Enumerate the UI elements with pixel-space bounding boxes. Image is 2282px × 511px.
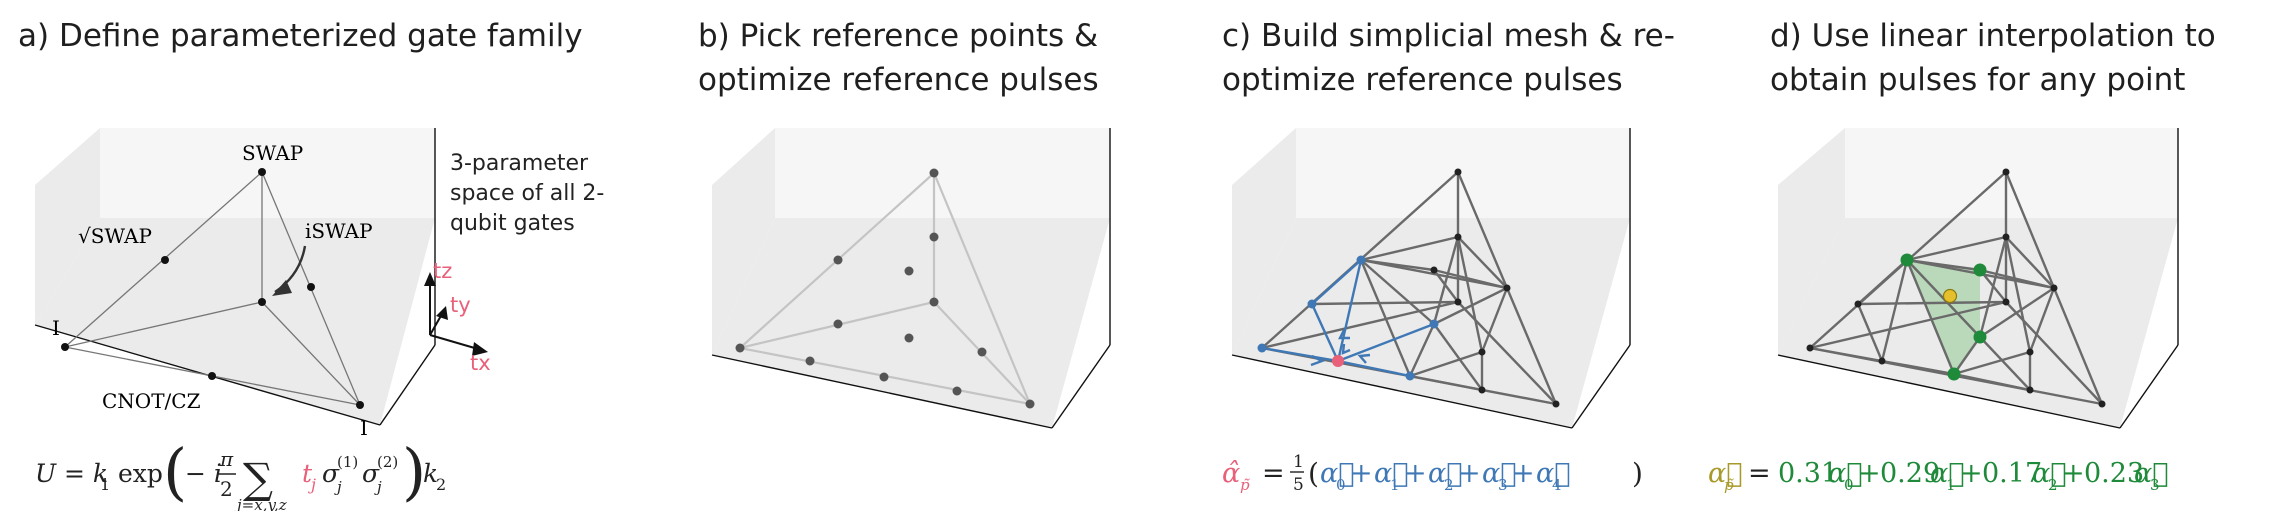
panel-d-title: d) Use linear interpolation to obtain pu… [1770, 18, 2216, 98]
axes-triad [424, 272, 488, 356]
panel-a-box [34, 128, 436, 426]
mesh-equation: α̂ p̃ = 1 5 ( α⃗ 0 + α⃗ 1 + α⃗ 2 + α⃗ 3 … [1222, 452, 1643, 495]
svg-text:2: 2 [436, 475, 446, 494]
svg-text:+: + [2062, 458, 2085, 489]
panel-b-box [711, 128, 1111, 429]
svg-text:α⃗: α⃗ [2134, 458, 2168, 489]
axis-label-tz: tz [433, 259, 452, 283]
svg-text:α⃗: α⃗ [2032, 458, 2066, 489]
svg-text:k: k [423, 459, 438, 488]
svg-text:α⃗: α⃗ [1428, 458, 1462, 489]
panel-d-mesh [1809, 171, 2104, 406]
svg-text:− i: − i [185, 459, 222, 488]
svg-text:1: 1 [1293, 452, 1304, 472]
svg-text:p̃: p̃ [1724, 476, 1734, 494]
svg-text:j=x,y,z: j=x,y,z [234, 496, 287, 511]
label-cnot-cz: CNOT/CZ [102, 389, 201, 413]
svg-text:p̃: p̃ [1240, 476, 1250, 494]
label-identity-right: I [360, 416, 368, 440]
svg-text:=: = [1262, 458, 1285, 489]
svg-text:α⃗: α⃗ [1374, 458, 1408, 489]
label-sqrt-swap: √SWAP [78, 224, 152, 248]
panel-b-title: b) Pick reference points & optimize refe… [698, 18, 1099, 98]
svg-text:2: 2 [1444, 476, 1454, 494]
svg-text:∑: ∑ [243, 454, 273, 503]
svg-text:2: 2 [220, 477, 233, 501]
svg-text:(2): (2) [377, 453, 398, 471]
svg-text:): ) [402, 435, 426, 508]
svg-text:+: + [1404, 458, 1427, 489]
svg-text:+: + [1350, 458, 1373, 489]
svg-text:j: j [308, 475, 316, 494]
panel-a-points [61, 168, 364, 409]
svg-text:exp: exp [118, 459, 163, 488]
svg-text:+: + [1512, 458, 1535, 489]
label-identity-left: I [52, 316, 60, 340]
panel-c-title: c) Build simplicial mesh & re- optimize … [1222, 18, 1675, 98]
panel-a-title: a) Define parameterized gate family [18, 18, 583, 54]
svg-text:(: ( [163, 435, 187, 508]
panel-c-nodes [1257, 168, 1560, 408]
svg-text:+: + [1458, 458, 1481, 489]
svg-text:4: 4 [1552, 476, 1562, 494]
space-note: 3-parameter space of all 2- qubit gates [450, 151, 611, 236]
svg-text:α⃗: α⃗ [1482, 458, 1516, 489]
svg-text:(: ( [1308, 457, 1319, 490]
svg-text:=: = [1748, 458, 1771, 489]
svg-text:0: 0 [1336, 476, 1346, 494]
svg-text:α⃗: α⃗ [1708, 458, 1742, 489]
interp-equation: α⃗ p̃ = 0.31 α⃗ 0 + 0.29 α⃗ 1 + 0.17 α⃗ … [1708, 458, 2168, 494]
svg-text:1: 1 [1946, 476, 1956, 494]
svg-text:U = k: U = k [35, 459, 108, 488]
svg-text:+: + [1858, 458, 1881, 489]
svg-text:0.31: 0.31 [1778, 458, 1838, 489]
panel-c-mesh [1261, 171, 1558, 406]
svg-text:α⃗: α⃗ [1828, 458, 1862, 489]
svg-text:σ: σ [322, 459, 340, 488]
svg-text:1: 1 [1390, 476, 1400, 494]
gate-equation: U = k 1 exp ( − i π 2 ∑ j=x,y,z t j σ (1… [35, 435, 446, 511]
svg-text:t: t [302, 459, 313, 488]
svg-text:α⃗: α⃗ [1320, 458, 1354, 489]
panel-d-nodes [1806, 168, 2106, 408]
svg-text:0.29: 0.29 [1880, 458, 1940, 489]
svg-text:3: 3 [2150, 476, 2160, 494]
svg-text:j: j [374, 478, 382, 496]
svg-text:0.17: 0.17 [1982, 458, 2042, 489]
svg-text:3: 3 [1498, 476, 1508, 494]
svg-text:σ: σ [362, 459, 380, 488]
svg-text:(1): (1) [337, 453, 358, 471]
svg-text:α̂: α̂ [1222, 458, 1240, 489]
axis-label-ty: ty [450, 293, 471, 317]
svg-text:0.23: 0.23 [2084, 458, 2144, 489]
svg-text:π: π [219, 447, 234, 471]
iswap-arrow-head [272, 280, 292, 296]
panel-c-interp-arrows [1261, 259, 1435, 378]
svg-text:+: + [1960, 458, 1983, 489]
label-swap: SWAP [242, 141, 303, 165]
svg-text:): ) [1632, 457, 1643, 490]
panel-c-box [1231, 128, 1631, 429]
panel-b-reference-points [735, 168, 1035, 409]
svg-text:α⃗: α⃗ [1536, 458, 1570, 489]
label-iswap: iSWAP [305, 219, 373, 243]
query-point [1942, 288, 1958, 304]
axis-label-tx: tx [470, 351, 491, 375]
svg-text:α⃗: α⃗ [1930, 458, 1964, 489]
svg-text:j: j [334, 478, 342, 496]
target-point [1332, 355, 1344, 367]
svg-text:2: 2 [2048, 476, 2058, 494]
svg-text:5: 5 [1293, 475, 1304, 495]
svg-text:0: 0 [1844, 476, 1854, 494]
svg-text:1: 1 [100, 475, 110, 494]
